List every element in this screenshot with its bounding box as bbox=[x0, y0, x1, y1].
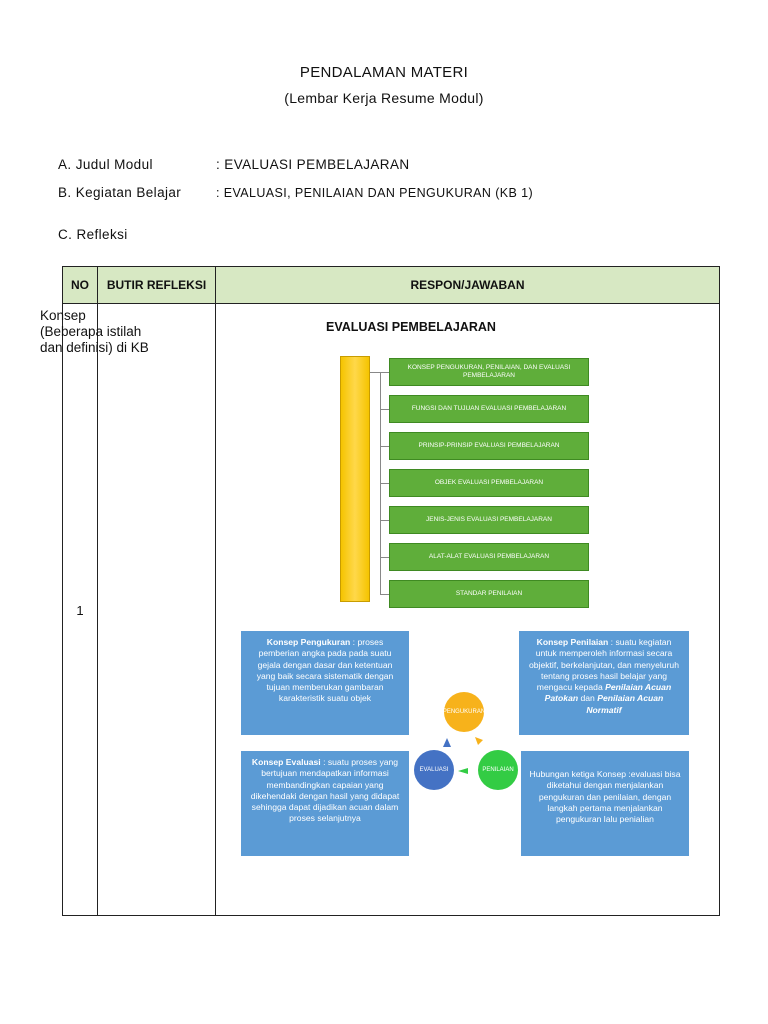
page-subtitle: (Lembar Kerja Resume Modul) bbox=[284, 90, 484, 106]
concept-pan: Penilaian Acuan Normatif bbox=[586, 693, 664, 715]
concept-and: dan bbox=[578, 693, 598, 704]
header-no: NO bbox=[71, 278, 89, 292]
meta-label: B. Kegiatan Belajar bbox=[58, 185, 182, 200]
concept-text: Hubungan ketiga Konsep :evaluasi bisa di… bbox=[529, 769, 681, 825]
header-butir: BUTIR REFLEKSI bbox=[106, 278, 207, 292]
cycle-evaluasi-circle: EVALUASI bbox=[414, 750, 454, 790]
concept-label: Konsep Penilaian bbox=[536, 637, 609, 647]
concept-text: : proses pemberian angka pada pada suatu… bbox=[256, 637, 394, 704]
concept-evaluasi-box: Konsep Evaluasi : suatu proses yang bert… bbox=[241, 751, 409, 856]
connector-line bbox=[380, 594, 389, 595]
connector-line bbox=[380, 483, 389, 484]
cycle-penilaian-circle: PENILAIAN bbox=[478, 750, 518, 790]
butir-refleksi-text: Konsep (Beberapa istilah dan definisi) d… bbox=[40, 308, 149, 355]
concept-label: Konsep Evaluasi bbox=[251, 757, 321, 767]
diagram-title: EVALUASI PEMBELAJARAN bbox=[326, 320, 496, 334]
table-header: NO BUTIR REFLEKSI RESPON/JAWABAN bbox=[63, 267, 719, 304]
row-number-cell: 1 bbox=[63, 303, 97, 915]
row-number: 1 bbox=[76, 603, 84, 618]
concept-text: : suatu proses yang bertujuan mendapatka… bbox=[250, 757, 400, 824]
meta-value: : EVALUASI, PENILAIAN DAN PENGUKURAN (KB… bbox=[216, 186, 534, 200]
connector-line bbox=[380, 520, 389, 521]
concept-penilaian-box: Konsep Penilaian : suatu kegiatan untuk … bbox=[519, 631, 689, 735]
meta-refleksi: C. Refleksi bbox=[58, 227, 128, 242]
connector-line bbox=[380, 372, 389, 373]
connector-line bbox=[370, 372, 380, 373]
connector-line bbox=[380, 557, 389, 558]
concept-vertical-bar bbox=[340, 356, 370, 602]
concept-pap: Penilaian Acuan Patokan bbox=[544, 682, 672, 704]
diagram-item: STANDAR PENILAIAN bbox=[389, 580, 589, 608]
diagram-item: ALAT-ALAT EVALUASI PEMBELAJARAN bbox=[389, 543, 589, 571]
connector-line bbox=[380, 409, 389, 410]
meta-judul-modul: A. Judul Modul : EVALUASI PEMBELAJARAN bbox=[58, 157, 410, 172]
meta-kegiatan-belajar: B. Kegiatan Belajar : EVALUASI, PENILAIAN… bbox=[58, 185, 533, 200]
diagram-item: KONSEP PENGUKURAN, PENILAIAN, DAN EVALUA… bbox=[389, 358, 589, 386]
meta-label: A. Judul Modul bbox=[58, 157, 153, 172]
diagram-item: OBJEK EVALUASI PEMBELAJARAN bbox=[389, 469, 589, 497]
cycle-arrow-icon bbox=[475, 737, 483, 745]
connector-line bbox=[380, 446, 389, 447]
reflection-table: NO BUTIR REFLEKSI RESPON/JAWABAN 1 bbox=[62, 266, 720, 916]
cycle-pengukuran-circle: PENGUKURAN bbox=[443, 692, 485, 732]
page-title: PENDALAMAN MATERI bbox=[299, 64, 469, 81]
header-respon: RESPON/JAWABAN bbox=[410, 278, 525, 292]
diagram-item: JENIS-JENIS EVALUASI PEMBELAJARAN bbox=[389, 506, 589, 534]
concept-label: Konsep Pengukuran bbox=[266, 637, 351, 647]
cycle-arrow-icon bbox=[443, 738, 451, 747]
diagram-item: PRINSIP-PRINSIP EVALUASI PEMBELAJARAN bbox=[389, 432, 589, 460]
concept-text: : suatu kegiatan untuk memperoleh inform… bbox=[528, 637, 679, 693]
cycle-arrow-icon bbox=[458, 768, 468, 774]
column-divider bbox=[97, 267, 98, 915]
diagram-item: FUNGSI DAN TUJUAN EVALUASI PEMBELAJARAN bbox=[389, 395, 589, 423]
meta-value: : EVALUASI PEMBELAJARAN bbox=[216, 157, 410, 172]
concept-hubungan-box: Hubungan ketiga Konsep :evaluasi bisa di… bbox=[521, 751, 689, 856]
column-divider bbox=[215, 267, 216, 915]
concept-pengukuran-box: Konsep Pengukuran : proses pemberian ang… bbox=[241, 631, 409, 735]
meta-label: C. Refleksi bbox=[58, 227, 128, 242]
